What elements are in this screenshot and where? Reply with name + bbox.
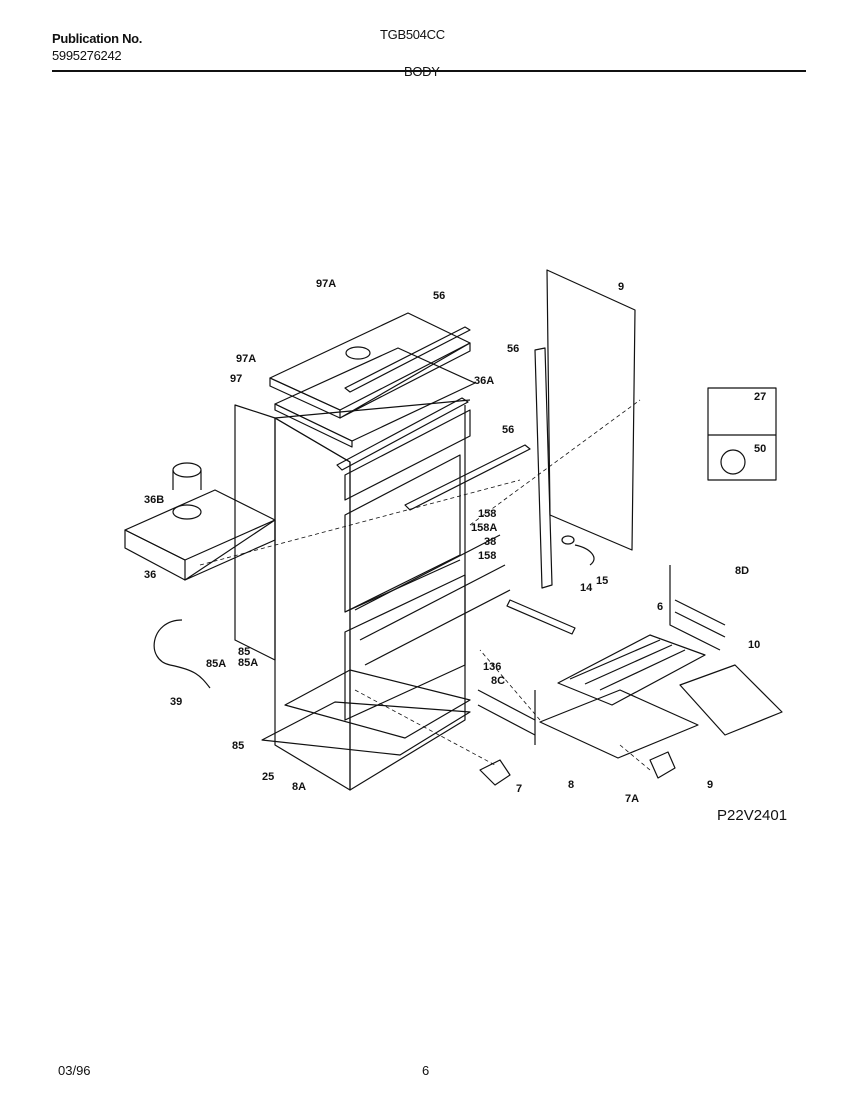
oven-bottom [539, 689, 699, 759]
callout: 56 [507, 343, 519, 355]
callout: 50 [754, 443, 766, 455]
back-panel [546, 269, 636, 551]
callout: 8A [292, 781, 306, 793]
callout: 85 [238, 646, 250, 658]
callout: 10 [748, 639, 760, 651]
callout: 36B [144, 494, 164, 506]
callout: 85A [206, 658, 226, 670]
top-panel [269, 312, 471, 411]
publication-number: 5995276242 [52, 48, 122, 63]
callout: 97A [236, 353, 256, 365]
callout: 9 [618, 281, 624, 293]
callout: 25 [262, 771, 274, 783]
callout: 14 [580, 582, 593, 594]
callout: 38 [484, 536, 496, 548]
detail-box [707, 387, 777, 481]
top-trim [344, 326, 471, 393]
callout: 36A [474, 375, 494, 387]
callout: 27 [754, 391, 766, 403]
callout: 36 [144, 569, 156, 581]
page-number: 6 [422, 1063, 430, 1078]
callout: 8C [491, 675, 505, 687]
body-side-left [234, 404, 276, 661]
power-cord [153, 619, 211, 689]
model-number: TGB504CC [380, 27, 445, 42]
callout: 6 [657, 601, 663, 613]
callout: 85A [238, 657, 258, 669]
body-front [274, 417, 351, 791]
oven-rack [557, 634, 706, 706]
callout: 8D [735, 565, 749, 577]
bottom-panel [261, 701, 471, 756]
callout: 7 [516, 783, 522, 795]
diagram-code: P22V2401 [717, 807, 788, 824]
callout: 97 [230, 373, 242, 385]
callout: 136 [483, 661, 501, 673]
publication-label: Publication No. [52, 31, 143, 46]
broil-pan [679, 664, 783, 736]
callout: 85 [232, 740, 244, 752]
callout: 97A [316, 278, 336, 290]
callout: 56 [433, 290, 445, 302]
footer-date: 03/96 [58, 1063, 91, 1078]
callout: 9 [707, 779, 713, 791]
callout: 39 [170, 696, 182, 708]
callout-labels: 97A 56 9 56 97A 97 36A 56 27 50 36B 158 … [144, 278, 766, 805]
callout: 158 [478, 508, 496, 520]
callout: 7A [625, 793, 639, 805]
callout: 15 [596, 575, 608, 587]
side-rail [534, 347, 553, 589]
callout: 158 [478, 550, 496, 562]
callout: 8 [568, 779, 574, 791]
callout: 158A [471, 522, 497, 534]
callout: 56 [502, 424, 514, 436]
header-rule [52, 70, 806, 72]
